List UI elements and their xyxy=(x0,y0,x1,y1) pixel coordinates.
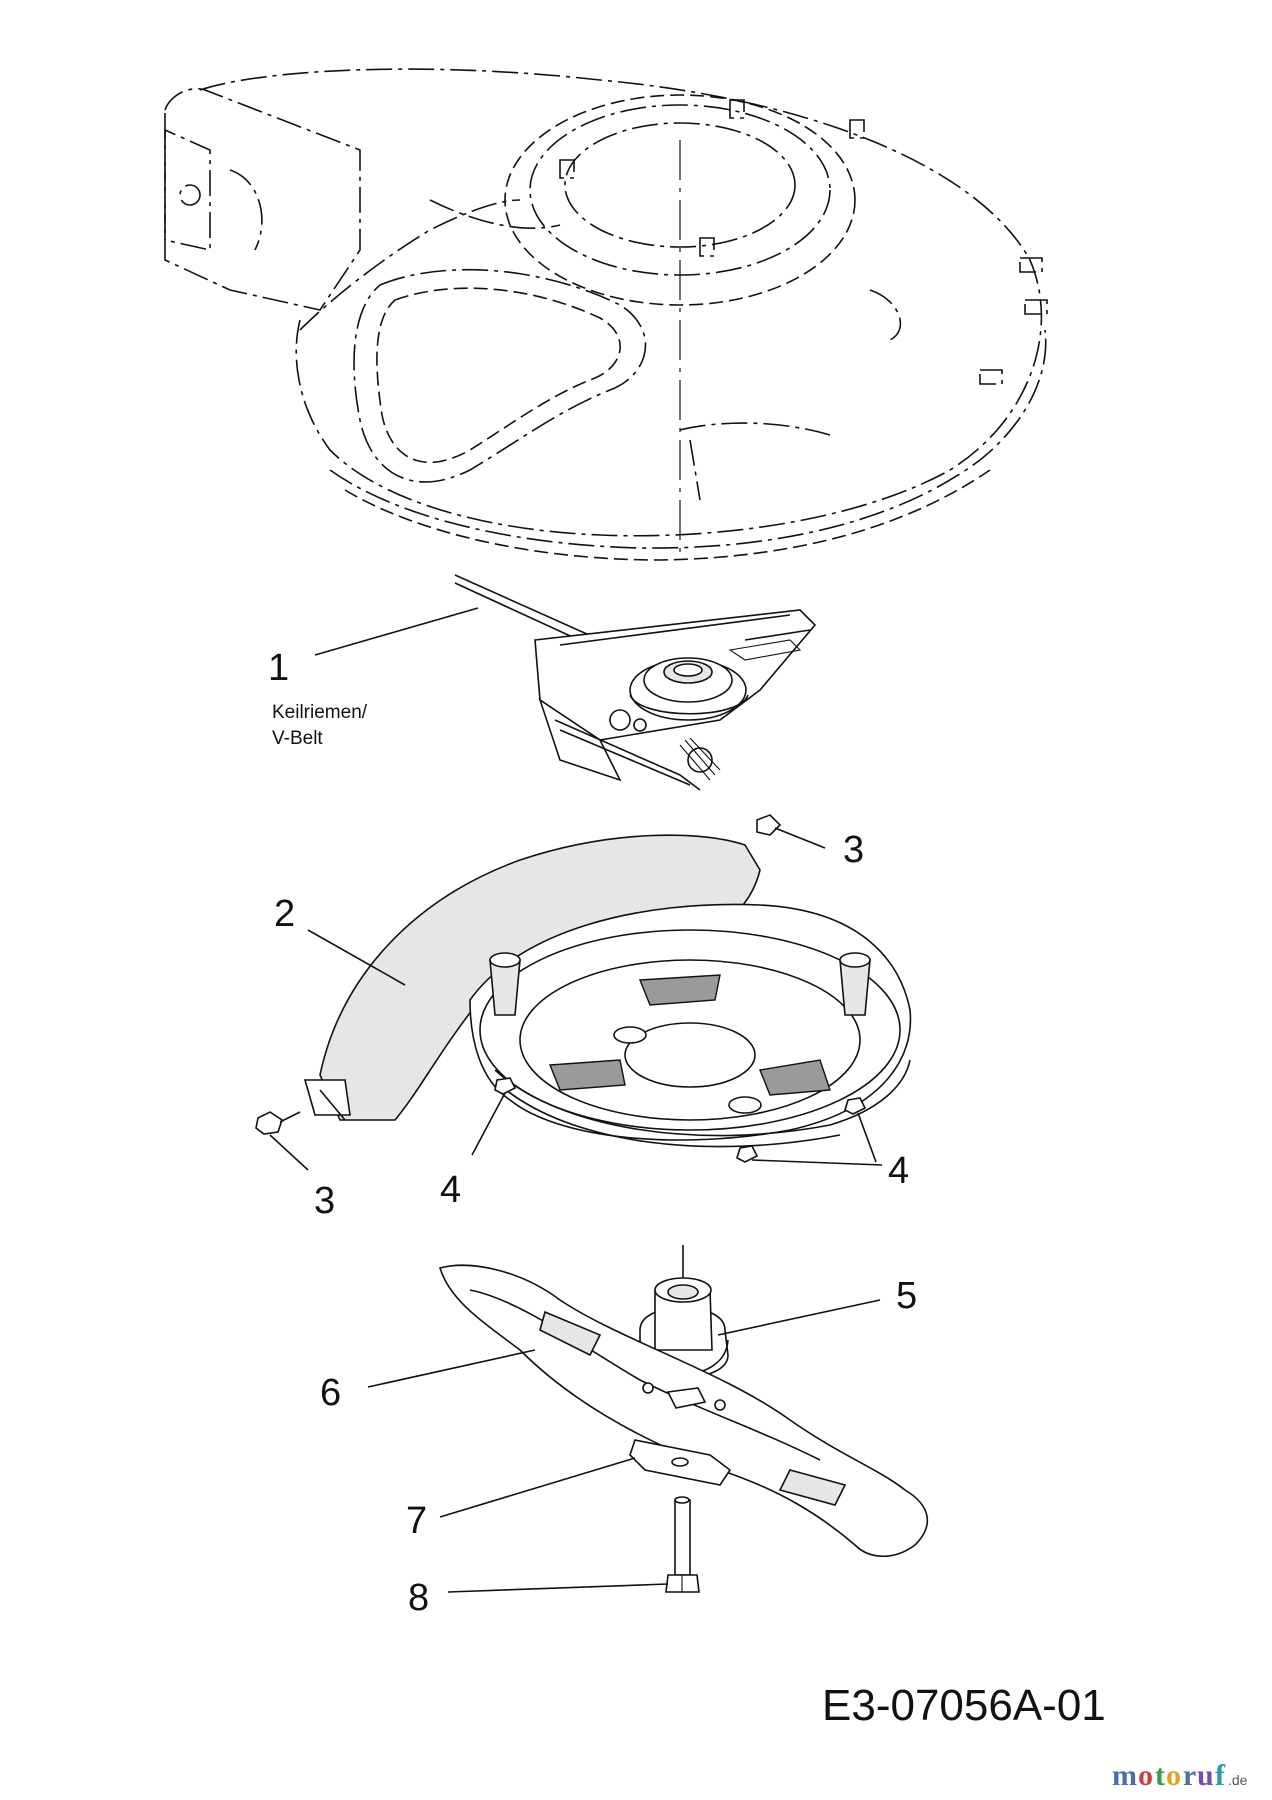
leader-lines xyxy=(269,607,883,1593)
callout-1: 1 xyxy=(268,647,289,689)
callout-6: 6 xyxy=(320,1372,341,1414)
belt-note-line1: Keilriemen/ xyxy=(272,702,368,723)
mower-blade xyxy=(438,1264,929,1557)
drawing-code: E3-07056A-01 xyxy=(822,1681,1106,1730)
belt-note-line2: V-Belt xyxy=(272,728,323,749)
baffle-deck-liner xyxy=(303,814,912,1148)
svg-text:f: f xyxy=(1215,1759,1226,1792)
svg-text:u: u xyxy=(1197,1759,1214,1792)
callout-8: 8 xyxy=(408,1577,429,1619)
motoruf-logo: m o t o r u f .de xyxy=(1112,1759,1248,1792)
nuts xyxy=(494,1077,867,1163)
svg-text:r: r xyxy=(1183,1759,1196,1792)
svg-text:.de: .de xyxy=(1228,1772,1248,1788)
callout-3-bottom: 3 xyxy=(314,1180,335,1222)
callout-3-top: 3 xyxy=(843,829,864,871)
blade-bolt xyxy=(665,1496,700,1593)
callout-5: 5 xyxy=(896,1275,917,1317)
blade-support xyxy=(629,1439,732,1486)
svg-text:o: o xyxy=(1138,1759,1153,1792)
hex-screw-left xyxy=(255,1111,301,1135)
callout-2: 2 xyxy=(274,893,295,935)
callout-4-left: 4 xyxy=(440,1169,461,1211)
svg-text:o: o xyxy=(1166,1759,1181,1792)
mower-deck-housing xyxy=(164,68,1048,561)
callout-7: 7 xyxy=(406,1500,427,1542)
svg-text:m: m xyxy=(1112,1759,1137,1792)
svg-text:t: t xyxy=(1155,1759,1165,1792)
callout-4-right: 4 xyxy=(888,1150,909,1192)
v-belt-pulley-assembly xyxy=(454,574,817,791)
